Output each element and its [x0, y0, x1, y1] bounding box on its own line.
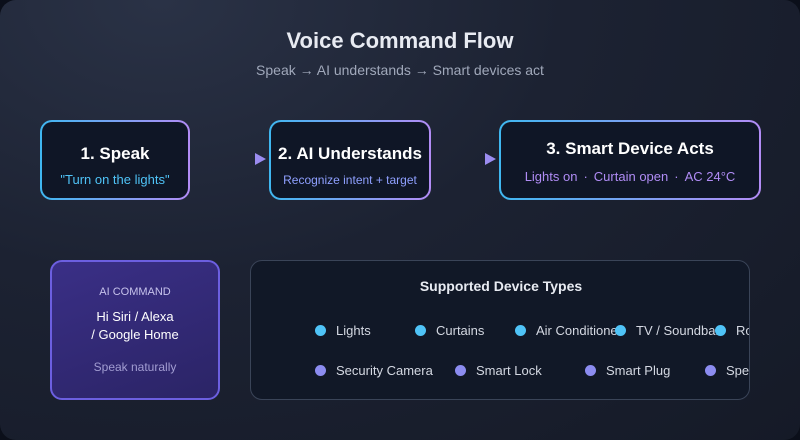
device-item: Smart Lock [455, 363, 542, 379]
step-device-acts-list: Lights on · Curtain open · AC 24°C [501, 169, 759, 184]
ai-command-card: AI COMMAND Hi Siri / Alexa / Google Home… [50, 260, 220, 400]
bullet-dot-icon [515, 325, 526, 336]
ai-command-line1: Hi Siri / Alexa [96, 309, 174, 324]
step-ai-understands-detail: Recognize intent + target [283, 173, 417, 187]
ai-command-line2: / Google Home [91, 327, 179, 342]
diagram-subtitle: Speak → AI understands → Smart devices a… [256, 62, 544, 78]
separator-dot: · [674, 169, 679, 184]
bullet-dot-icon [585, 365, 596, 376]
device-label: Robot Vacuum [736, 323, 749, 338]
arrow-right-icon [485, 153, 496, 165]
device-item: Curtains [415, 323, 484, 339]
ai-command-text: Hi Siri / Alexa / Google Home [52, 308, 218, 344]
device-types-panel: Supported Device Types Lights Curtains A… [250, 260, 750, 400]
device-item: Lights [315, 323, 371, 339]
separator-dot: · [583, 169, 588, 184]
device-label: Smart Plug [606, 363, 671, 378]
bullet-dot-icon [705, 365, 716, 376]
device-item: Smart Plug [585, 363, 670, 379]
device-label: TV / Soundbar [636, 323, 720, 338]
device-label: Lights [336, 323, 371, 338]
bullet-dot-icon [715, 325, 726, 336]
device-label: Curtains [436, 323, 485, 338]
device-item: TV / Soundbar [615, 323, 720, 339]
diagram-title: Voice Command Flow [286, 28, 514, 53]
step-device-acts-title: 3. Smart Device Acts [546, 139, 714, 158]
device-item: Speaker [705, 363, 750, 379]
action-curtain: Curtain open [593, 169, 669, 184]
ai-command-note: Speak naturally [93, 360, 177, 374]
step-ai-understands-title: 2. AI Understands [278, 144, 422, 163]
action-ac: AC 24°C [684, 169, 736, 184]
step-ai-understands: 2. AI Understands Recognize intent + tar… [269, 120, 431, 200]
step-device-acts: 3. Smart Device Acts Lights on · Curtain o… [499, 120, 761, 200]
ai-command-label: AI COMMAND [99, 286, 171, 298]
bullet-dot-icon [315, 365, 326, 376]
action-lights: Lights on [524, 169, 578, 184]
device-label: Smart Lock [476, 363, 542, 378]
step-speak-detail: "Turn on the lights" [60, 172, 170, 187]
device-types-title: Supported Device Types [419, 278, 583, 294]
step-speak: 1. Speak "Turn on the lights" [40, 120, 190, 200]
device-label: Air Conditioner [536, 323, 622, 338]
bullet-dot-icon [455, 365, 466, 376]
device-label: Speaker [726, 363, 750, 378]
device-item: Robot Vacuum [715, 323, 749, 339]
device-label: Security Camera [336, 363, 433, 378]
arrow-right-icon [255, 153, 266, 165]
device-item: Air Conditioner [515, 323, 622, 339]
bullet-dot-icon [415, 325, 426, 336]
bullet-dot-icon [315, 325, 326, 336]
step-speak-title: 1. Speak [80, 144, 150, 163]
device-item: Security Camera [315, 363, 433, 379]
bullet-dot-icon [615, 325, 626, 336]
